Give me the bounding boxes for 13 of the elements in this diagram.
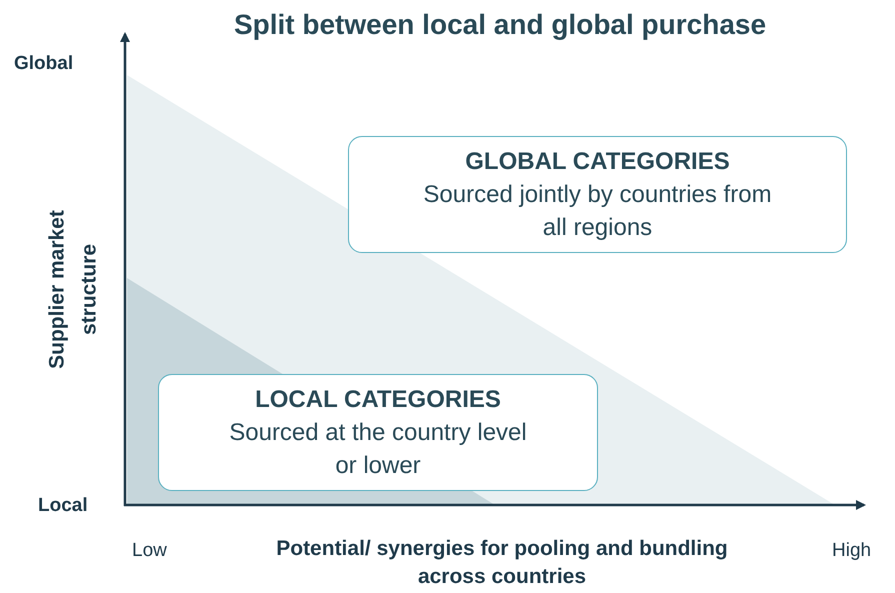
axis-tick-label: Local xyxy=(38,494,88,518)
axis-title: Supplier market structure xyxy=(44,209,101,371)
category-box xyxy=(158,374,598,491)
axis-tick-label: Low xyxy=(132,539,167,563)
category-heading: GLOBAL CATEGORIES xyxy=(464,147,731,177)
category-heading: LOCAL CATEGORIES xyxy=(254,385,502,415)
axis-tick-label: High xyxy=(832,539,872,563)
category-description: Sourced at the country level or lower xyxy=(228,418,528,481)
category-box xyxy=(348,136,847,253)
axis-tick-label: Global xyxy=(14,52,74,76)
axis-title: Potential/ synergies for pooling and bundling across countries xyxy=(275,536,729,590)
category-description: Sourced jointly by countries from all regions xyxy=(422,180,773,243)
title: Split between local and global purchase xyxy=(232,8,768,42)
